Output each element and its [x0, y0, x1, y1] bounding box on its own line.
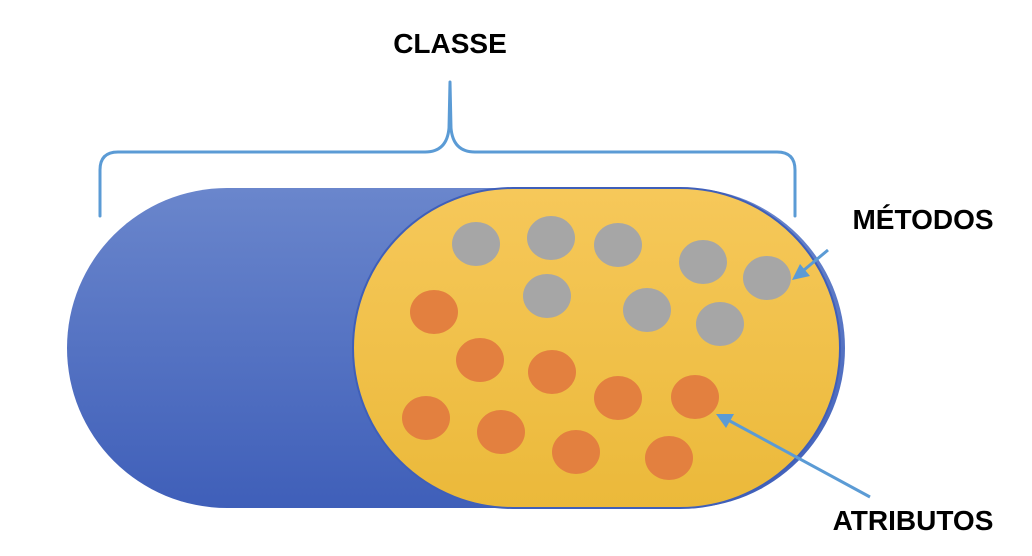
method-dot	[527, 216, 575, 260]
methods-arrow-head	[792, 264, 810, 280]
methods-arrow-line	[803, 248, 829, 272]
class-brace	[98, 80, 797, 218]
methods-arrow	[792, 248, 829, 280]
method-dot	[743, 256, 791, 300]
method-dot	[523, 274, 571, 318]
attribute-dot	[671, 375, 719, 419]
attribute-dot	[402, 396, 450, 440]
method-dot	[594, 223, 642, 267]
attributes-arrow-head	[716, 414, 734, 428]
attribute-dot	[594, 376, 642, 420]
methods-label: MÉTODOS	[852, 204, 993, 235]
attributes-arrow	[716, 414, 871, 499]
attribute-dot	[645, 436, 693, 480]
attribute-dot	[456, 338, 504, 382]
attributes-arrow-line	[727, 418, 871, 499]
attributes-group	[402, 290, 719, 480]
attribute-dot	[477, 410, 525, 454]
method-dot	[623, 288, 671, 332]
attributes-label: ATRIBUTOS	[833, 505, 994, 536]
methods-group	[452, 216, 791, 346]
attribute-dot	[410, 290, 458, 334]
attribute-dot	[552, 430, 600, 474]
method-dot	[452, 222, 500, 266]
attribute-dot	[528, 350, 576, 394]
class-title: CLASSE	[393, 28, 507, 59]
method-dot	[696, 302, 744, 346]
method-dot	[679, 240, 727, 284]
